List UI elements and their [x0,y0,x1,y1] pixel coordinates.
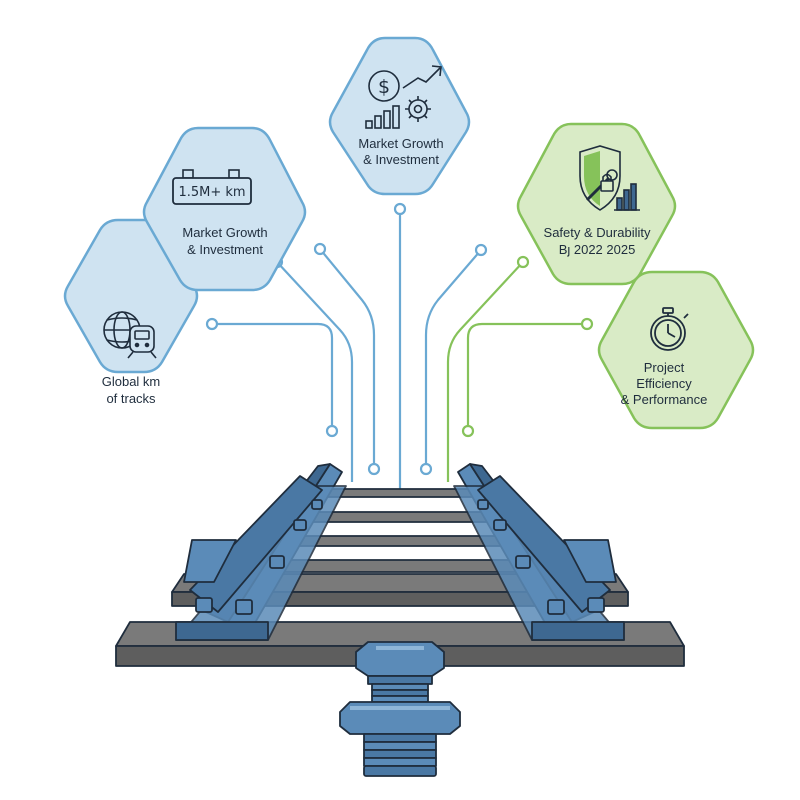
large-bolt [339,641,461,777]
left-rail [175,463,347,641]
hex-market-growth-line-2: & Investment [363,152,439,167]
rail-bolt [195,597,213,613]
rail-length-badge-icon: 1.5M+ km [172,169,252,205]
connector-left-mid [319,248,376,466]
hex-efficiency: Project Efficiency & Performance [597,270,755,430]
connector-lines [205,202,594,490]
rail-bolt [293,519,307,531]
hex-market-growth: $ Market Growth & Investment [328,36,471,196]
sleeper [325,488,475,498]
stopwatch-icon [650,307,689,351]
hex-efficiency-line-1: Project [644,360,685,375]
hex-global-tracks-line-1: Global km [102,374,161,389]
hex-safety-line-2: Bȷ 2022 2025 [559,242,636,257]
sleeper [292,535,508,547]
hex-length-line-2: & Investment [187,242,263,257]
connector-efficiency [466,322,587,428]
rail-bolt [493,519,507,531]
connector-node [367,462,381,476]
rail-bolt [587,597,605,613]
connector-length [276,261,354,482]
connector-safety [446,261,524,482]
sleeper [274,559,526,573]
hex-global-tracks: Global km of tracks [63,218,199,406]
right-rail [453,463,625,641]
connector-global-tracks [212,322,334,428]
hex-length-line-1: Market Growth [182,225,267,240]
hex-global-tracks-line-2: of tracks [106,391,156,406]
connector-node [325,424,339,438]
hex-safety: Safety & Durability Bȷ 2022 2025 [516,122,677,286]
connector-node [580,317,594,331]
globe-train-icon [103,311,157,359]
dollar-growth-gear-icon: $ [365,65,442,129]
connector-node [461,424,475,438]
rail-bolt [515,555,531,569]
connector-node [419,462,433,476]
hex-market-growth-line-1: Market Growth [358,136,443,151]
length-badge-value: 1.5M+ km [178,185,245,200]
connector-node [474,243,488,257]
sleeper [306,511,494,523]
hex-efficiency-line-3: & Performance [621,392,708,407]
hex-length: 1.5M+ km Market Growth & Investment [142,126,307,292]
connector-node [313,242,327,256]
rail-bolts [195,499,605,615]
connector-right-mid [424,249,482,466]
svg-text:$: $ [378,76,390,98]
hex-safety-line-1: Safety & Durability [544,225,651,240]
rail-bolt [235,599,253,615]
connector-node [516,255,530,269]
rail-bolt [547,599,565,615]
railway-track [115,463,685,667]
rail-bolt [477,499,489,510]
shield-wrench-lock-chart-icon [579,145,640,211]
connector-node [393,202,407,216]
rail-bolt [311,499,323,510]
connector-node [205,317,219,331]
hex-efficiency-line-2: Efficiency [636,376,692,391]
rail-bolt [269,555,285,569]
